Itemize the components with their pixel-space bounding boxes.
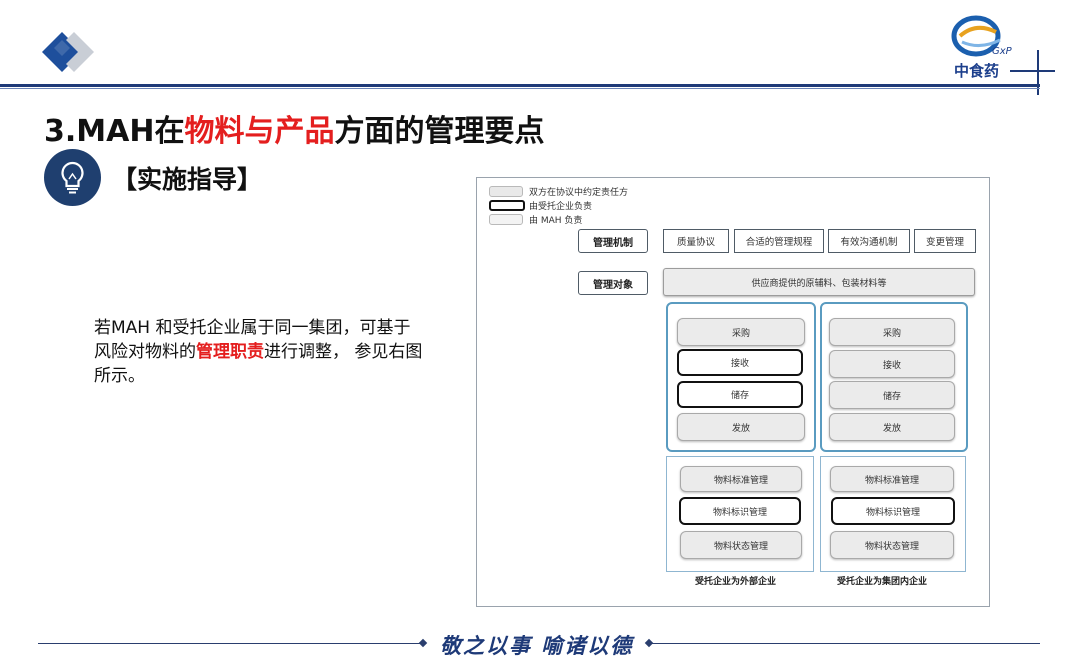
brand-suffix: GxP xyxy=(992,46,1012,57)
mechanism-label: 管理机制 xyxy=(578,229,648,253)
legend-swatch-shared xyxy=(489,186,523,197)
column-caption: 受托企业为集团内企业 xyxy=(837,577,928,587)
process-step: 发放 xyxy=(677,413,805,441)
legend-swatch-plain xyxy=(489,214,523,225)
process-step: 采购 xyxy=(677,318,805,346)
body-highlight: 管理职责 xyxy=(196,342,264,362)
footer-motto: 敬之以事 喻诸以德 xyxy=(440,633,634,658)
title-highlight: 物料与产品 xyxy=(184,114,335,149)
mechanism-item: 变更管理 xyxy=(914,229,976,253)
mechanism-item: 质量协议 xyxy=(663,229,729,253)
section-label: 【实施指导】 xyxy=(112,165,263,194)
material-mgmt: 物料标识管理 xyxy=(679,497,801,525)
footer-divider-right xyxy=(650,643,1040,644)
process-step: 接收 xyxy=(829,350,955,378)
material-mgmt: 物料标准管理 xyxy=(830,466,954,492)
lightbulb-icon xyxy=(44,149,101,206)
header-divider xyxy=(0,84,1040,87)
material-mgmt: 物料标准管理 xyxy=(680,466,802,492)
legend-label: 由 MAH 负责 xyxy=(529,216,583,226)
responsibility-diagram: 双方在协议中约定责任方 由受托企业负责 由 MAH 负责 管理机制 质量协议 合… xyxy=(476,177,990,607)
object-label: 管理对象 xyxy=(578,271,648,295)
process-step: 发放 xyxy=(829,413,955,441)
material-mgmt: 物料标识管理 xyxy=(831,497,955,525)
process-step: 接收 xyxy=(677,349,803,376)
company-logo-icon xyxy=(950,14,1010,62)
logo-cross-vertical xyxy=(1037,50,1039,95)
process-step: 储存 xyxy=(829,381,955,409)
mechanism-item: 合适的管理规程 xyxy=(734,229,824,253)
footer-divider-left xyxy=(38,643,423,644)
process-step: 采购 xyxy=(829,318,955,346)
material-mgmt: 物料状态管理 xyxy=(830,531,954,559)
nav-diamond-icon[interactable] xyxy=(40,28,100,78)
page-title: 3.MAH在物料与产品方面的管理要点 xyxy=(44,114,545,149)
legend-label: 由受托企业负责 xyxy=(529,202,593,212)
footer-ornament-left xyxy=(418,638,428,648)
legend-label: 双方在协议中约定责任方 xyxy=(529,188,629,198)
material-mgmt: 物料状态管理 xyxy=(680,531,802,559)
logo-cross-horizontal xyxy=(1010,70,1055,72)
supply-box: 供应商提供的原辅料、包装材料等 xyxy=(663,268,975,296)
legend-swatch-bold xyxy=(489,200,525,211)
body-paragraph: 若MAH 和受托企业属于同一集团，可基于风险对物料的管理职责进行调整， 参见右图… xyxy=(94,318,423,386)
mechanism-item: 有效沟通机制 xyxy=(828,229,910,253)
brand-name: 中食药 xyxy=(954,62,1000,80)
header-divider-thin xyxy=(0,88,1040,89)
column-caption: 受托企业为外部企业 xyxy=(695,577,777,587)
process-step: 储存 xyxy=(677,381,803,408)
